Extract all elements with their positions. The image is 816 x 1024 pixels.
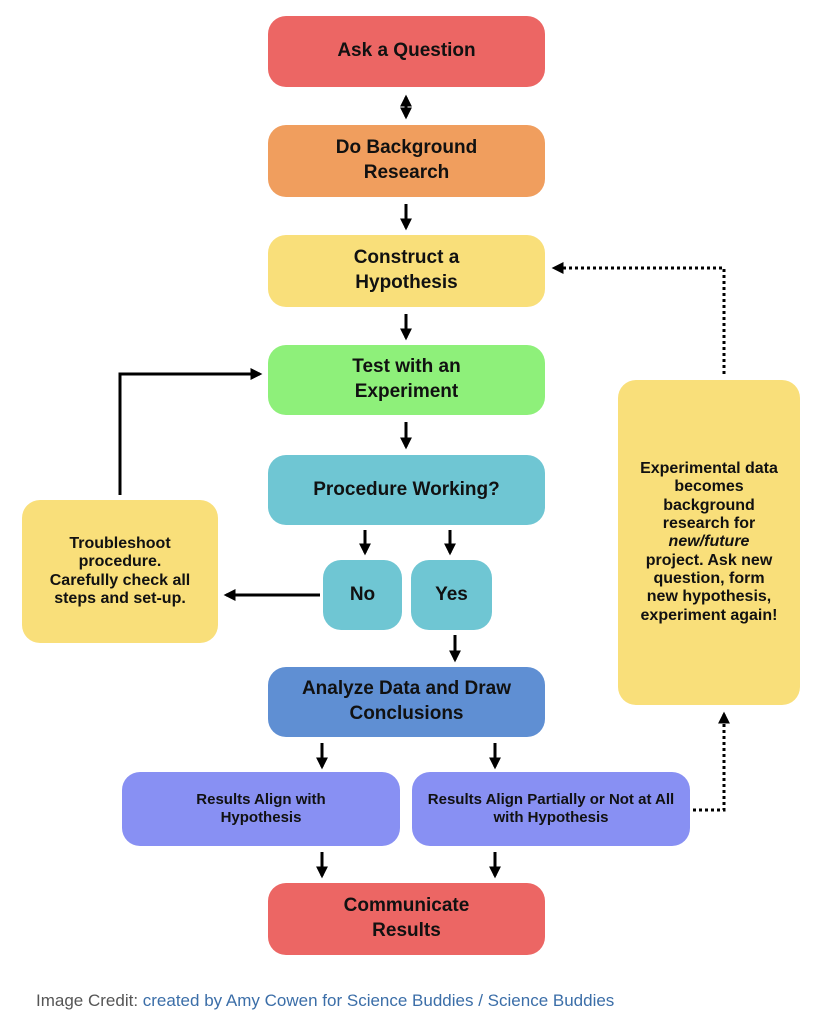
node-label: Test with an Experiment xyxy=(352,356,461,402)
node-label: Construct a Hypothesis xyxy=(353,247,460,293)
dotted-arrow-experimental-hypothesis xyxy=(551,262,726,374)
node-troubleshoot: Troubleshoot procedure. Carefully check … xyxy=(22,500,218,643)
image-credit: Image Credit: created by Amy Cowen for S… xyxy=(36,991,614,1011)
node-label: Communicate Results xyxy=(343,895,470,941)
node-label: Yes xyxy=(435,583,468,605)
node-analyze: Analyze Data and Draw Conclusions xyxy=(268,667,545,737)
node-label: Troubleshoot procedure. Carefully check … xyxy=(49,534,191,607)
label-part: project. Ask new question, form new hypo… xyxy=(640,551,778,624)
credit-prefix: Image Credit: xyxy=(36,991,143,1010)
dotted-arrow-partial-experimental xyxy=(693,711,730,812)
node-label: Results Align Partially or Not at All wi… xyxy=(427,791,675,826)
credit-link[interactable]: created by Amy Cowen for Science Buddies… xyxy=(142,991,615,1010)
label-part: Experimental data becomes background res… xyxy=(640,459,778,532)
node-label: No xyxy=(349,583,376,605)
node-label: Procedure Working? xyxy=(313,478,500,500)
node-label: Experimental data becomes background res… xyxy=(640,460,778,626)
node-procedure-working: Procedure Working? xyxy=(268,455,545,525)
node-label: Results Align with Hypothesis xyxy=(196,791,326,826)
arrow-troubleshoot-test xyxy=(118,368,263,495)
node-label: Do Background Research xyxy=(335,137,478,183)
node-label: Ask a Question xyxy=(337,40,476,62)
node-experimental-data: Experimental data becomes background res… xyxy=(618,380,800,705)
node-hypothesis: Construct a Hypothesis xyxy=(268,235,545,307)
node-yes: Yes xyxy=(411,560,492,630)
node-no: No xyxy=(323,560,402,630)
node-communicate: Communicate Results xyxy=(268,883,545,955)
node-results-align: Results Align with Hypothesis xyxy=(122,772,400,846)
node-label: Analyze Data and Draw Conclusions xyxy=(301,678,512,724)
node-results-partial: Results Align Partially or Not at All wi… xyxy=(412,772,690,846)
label-italic: new/future xyxy=(668,533,750,551)
node-background-research: Do Background Research xyxy=(268,125,545,197)
node-test-experiment: Test with an Experiment xyxy=(268,345,545,415)
node-ask-question: Ask a Question xyxy=(268,16,545,87)
